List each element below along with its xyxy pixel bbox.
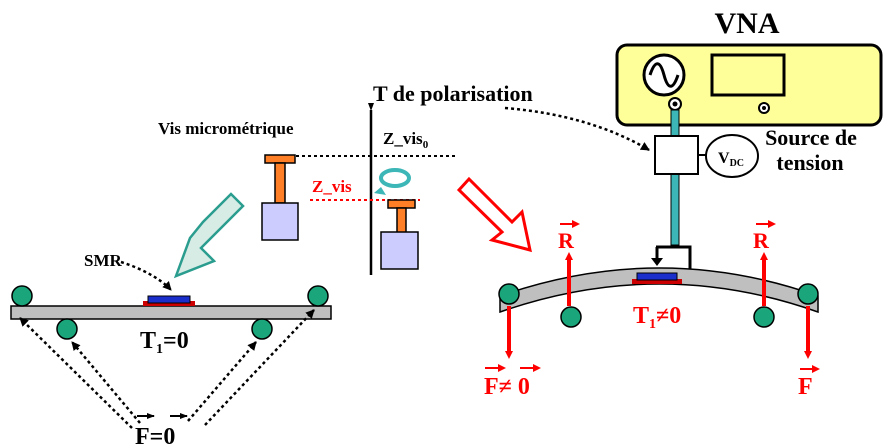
cable-upper <box>670 109 680 137</box>
f-zero-arrow-4 <box>204 309 315 426</box>
t-polarisation-label: T de polarisation <box>373 81 533 106</box>
smr-left <box>147 295 191 304</box>
red-direction-arrow <box>456 176 532 253</box>
bias-tee <box>654 135 699 175</box>
f-nonzero-label: F≠ 0 <box>484 364 541 400</box>
f-zero-arrow-3 <box>187 341 257 422</box>
t1-left-label: T1=0 <box>140 328 189 357</box>
z-vis0-label: Z_vis0 <box>383 129 429 151</box>
teal-direction-arrow <box>173 192 245 279</box>
vna-instrument <box>615 43 883 127</box>
svg-text:F≠ 0: F≠ 0 <box>484 374 530 400</box>
support-ball-left-3 <box>56 318 78 340</box>
t1-right-label: T1≠0 <box>633 303 681 332</box>
source-label-line2: tension <box>776 150 843 175</box>
t-polarisation-arrow <box>504 106 650 152</box>
support-ball-right-1 <box>498 283 520 305</box>
beam-left <box>10 305 332 320</box>
sine-wave-icon <box>642 53 686 97</box>
f-zero-arrow-2 <box>71 341 141 424</box>
svg-text:F=0: F=0 <box>135 424 175 446</box>
beam-right-curved <box>499 267 819 314</box>
voltage-source <box>705 134 759 178</box>
r-label-right: R <box>753 228 770 253</box>
f-right-label: F <box>798 365 820 400</box>
support-ball-left-2 <box>307 285 329 307</box>
smr-right <box>636 272 678 281</box>
screw-lower <box>380 199 419 270</box>
source-label-line1: Source de <box>765 125 857 150</box>
smr-arrow <box>120 260 172 291</box>
smr-right-electrode <box>632 279 682 284</box>
cable-lower <box>670 172 680 246</box>
vna-screen <box>710 53 786 97</box>
r-label-left: R <box>558 228 575 253</box>
rotation-arrow-icon <box>374 168 411 195</box>
vdc-label: VDC <box>718 150 744 169</box>
smr-label: SMR <box>84 251 123 270</box>
svg-text:F: F <box>798 374 813 400</box>
support-ball-left-1 <box>11 285 33 307</box>
support-ball-right-2 <box>797 283 819 305</box>
f-zero-label: F=0 <box>135 413 188 446</box>
vna-label: VNA <box>715 7 780 40</box>
z-vis-label: Z_vis <box>312 177 352 196</box>
f-zero-arrow-1 <box>19 317 133 429</box>
support-ball-left-4 <box>251 318 273 340</box>
vis-micrometrique-label: Vis micrométrique <box>158 119 294 138</box>
support-ball-right-3 <box>560 306 582 328</box>
screw-upper <box>261 154 299 241</box>
support-ball-right-4 <box>753 306 775 328</box>
